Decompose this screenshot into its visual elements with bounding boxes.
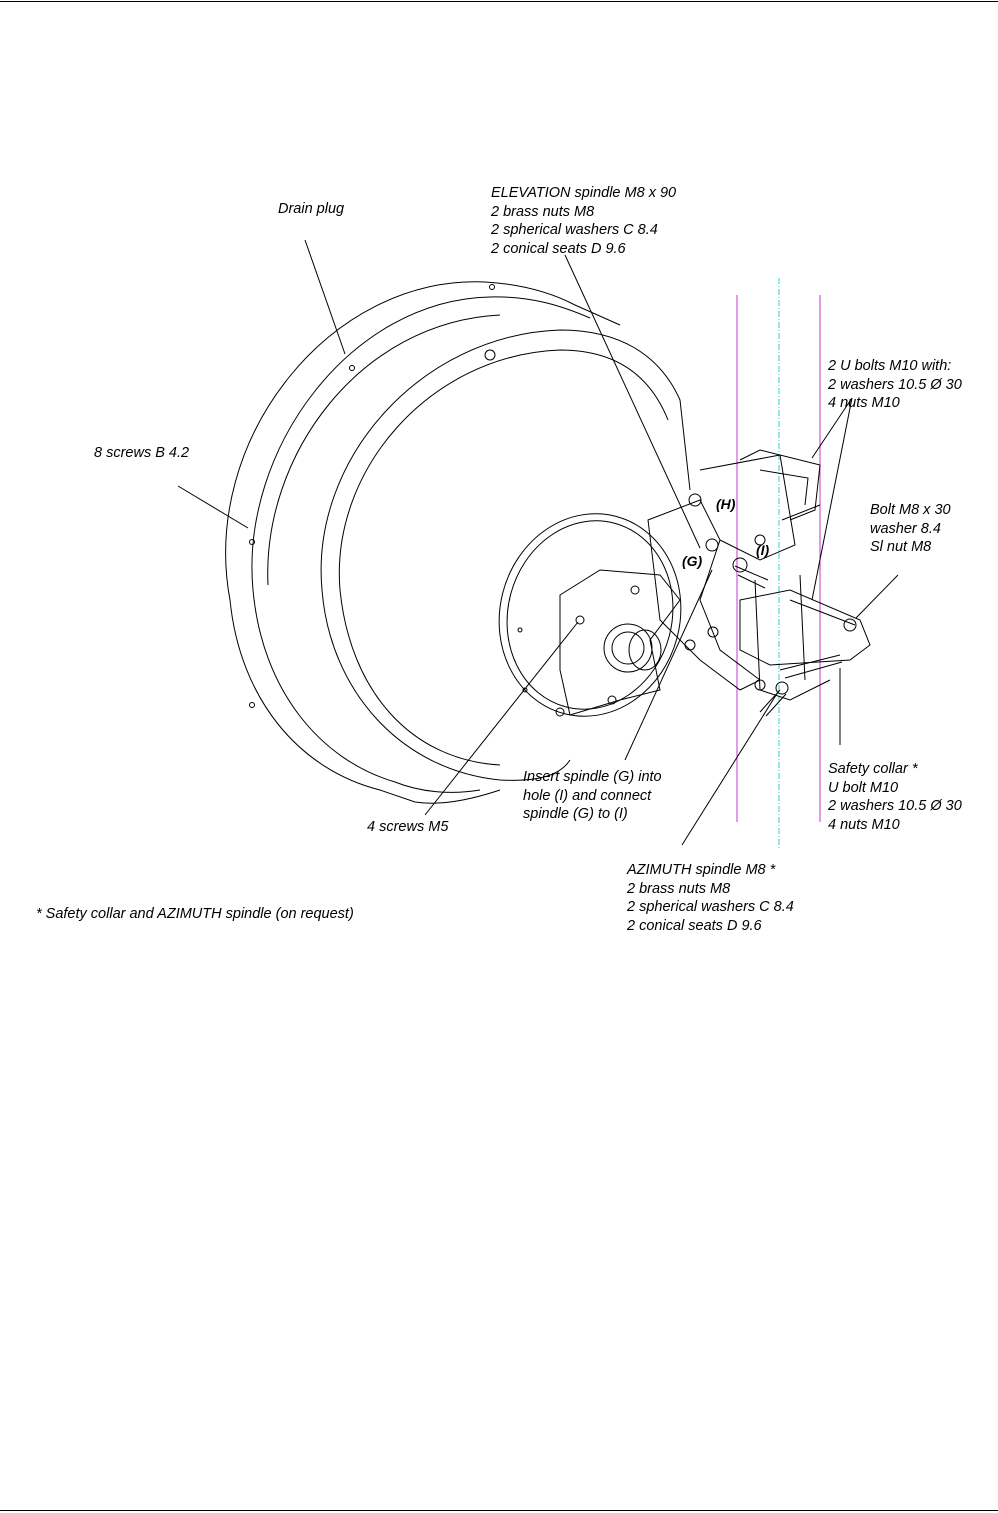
azimuth-line-3: 2 spherical washers C 8.4 bbox=[627, 899, 794, 915]
u-bolts-line-1: 2 U bolts M10 with: bbox=[828, 358, 952, 374]
leader-u-bolts-b bbox=[811, 397, 853, 601]
leader-lines bbox=[177, 239, 899, 846]
tag-g: (G) bbox=[682, 553, 703, 569]
insert-line-3: spindle (G) to (I) bbox=[523, 806, 628, 822]
leader-bolt bbox=[855, 574, 899, 619]
leader-screws-m5 bbox=[424, 621, 579, 816]
insert-line-1: Insert spindle (G) into bbox=[523, 769, 662, 785]
tag-i: (I) bbox=[756, 542, 770, 558]
label-safety-collar: Safety collar * U bolt M10 2 washers 10.… bbox=[828, 760, 962, 834]
leader-elevation bbox=[564, 254, 701, 549]
safety-collar-line-2: U bolt M10 bbox=[828, 779, 899, 796]
leader-screws-b bbox=[177, 485, 249, 529]
dish-back-shell bbox=[320, 329, 691, 591]
azimuth-line-4: 2 conical seats D 9.6 bbox=[627, 917, 762, 934]
label-drain-plug: Drain plug bbox=[278, 201, 345, 217]
insert-line-2: hole (I) and connect bbox=[523, 787, 652, 804]
bolt-line-3: Sl nut M8 bbox=[870, 539, 932, 555]
bolt-line-1: Bolt M8 x 30 bbox=[870, 502, 951, 518]
azimuth-line-1: AZIMUTH spindle M8 * bbox=[627, 862, 776, 878]
u-bolts-line-3: 4 nuts M10 bbox=[828, 395, 900, 411]
azimuth-line-2: 2 brass nuts M8 bbox=[627, 880, 731, 897]
bolt-line-2: washer 8.4 bbox=[870, 520, 941, 537]
elevation-line-2: 2 brass nuts M8 bbox=[491, 203, 595, 220]
alignment-guides bbox=[736, 278, 821, 848]
elevation-line-4: 2 conical seats D 9.6 bbox=[491, 240, 626, 257]
elevation-line-3: 2 spherical washers C 8.4 bbox=[491, 222, 658, 238]
leader-u-bolts-a bbox=[811, 397, 853, 459]
tag-h: (H) bbox=[716, 496, 736, 512]
dish-body bbox=[225, 281, 691, 804]
leader-drain-plug bbox=[304, 239, 346, 355]
label-azimuth-spindle: AZIMUTH spindle M8 * 2 brass nuts M8 2 s… bbox=[627, 861, 794, 935]
label-insert-spindle: Insert spindle (G) into hole (I) and con… bbox=[523, 768, 662, 824]
leader-azimuth bbox=[681, 691, 779, 846]
mount-bracket bbox=[647, 449, 871, 717]
elevation-line-1: ELEVATION spindle M8 x 90 bbox=[491, 185, 677, 201]
label-screws-m5: 4 screws M5 bbox=[367, 819, 449, 835]
leader-insert bbox=[624, 569, 713, 761]
label-elevation-spindle: ELEVATION spindle M8 x 90 2 brass nuts M… bbox=[491, 184, 676, 258]
safety-collar-line-4: 4 nuts M10 bbox=[828, 816, 900, 833]
label-u-bolts: 2 U bolts M10 with: 2 washers 10.5 Ø 30 … bbox=[828, 357, 962, 413]
u-bolts-line-2: 2 washers 10.5 Ø 30 bbox=[828, 376, 962, 393]
label-bolt: Bolt M8 x 30 washer 8.4 Sl nut M8 bbox=[870, 501, 951, 557]
label-screws-b: 8 screws B 4.2 bbox=[94, 445, 190, 461]
bottom-rule bbox=[0, 1510, 998, 1511]
footnote: * Safety collar and AZIMUTH spindle (on … bbox=[36, 906, 354, 922]
safety-collar-line-1: Safety collar * bbox=[828, 761, 918, 777]
dish-rim-outer bbox=[225, 281, 621, 601]
rear-plate bbox=[498, 513, 682, 717]
safety-collar-line-3: 2 washers 10.5 Ø 30 bbox=[828, 798, 962, 814]
top-rule bbox=[0, 1, 998, 2]
